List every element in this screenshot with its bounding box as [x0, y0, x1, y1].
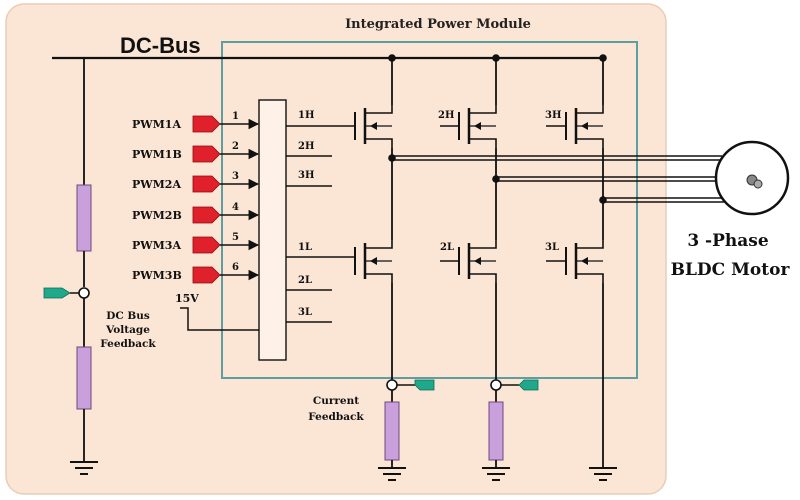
module-title: Integrated Power Module — [345, 17, 531, 32]
mosfet-3l-icon — [546, 240, 604, 283]
driver-output-label: 1L — [298, 242, 312, 253]
switch-label-3l: 3L — [545, 242, 559, 253]
driver-output-label: 2H — [298, 141, 314, 152]
switch-label-2h: 2H — [438, 110, 454, 121]
pwm-connector-icon — [192, 206, 221, 224]
current-feedback-tag-icon — [518, 379, 539, 391]
mosfet-1h-icon — [354, 105, 393, 148]
current-feedback-line2: Feedback — [308, 411, 364, 423]
pin-number: 2 — [232, 141, 239, 152]
dc-bus-voltage-divider — [43, 58, 98, 475]
pin-number: 4 — [232, 202, 239, 213]
pwm-connector-icon — [192, 236, 221, 254]
pwm-connector-icon — [192, 266, 221, 284]
dc-bus-label: DC-Bus — [120, 33, 201, 58]
ground-icon — [482, 467, 510, 481]
ground-icon — [589, 467, 617, 481]
mosfet-2h-icon — [440, 105, 497, 148]
pwm-inputs: PWM1A PWM1B PWM2A PWM2B PWM3A PWM3B 1 2 … — [132, 111, 260, 284]
dc-bus-feedback-line1: DC Bus — [106, 310, 150, 322]
driver-outputs: 1H 2H 3H 1L 2L 3L — [286, 110, 355, 323]
pin-number: 1 — [232, 111, 239, 122]
pwm-label: PWM3B — [132, 269, 182, 282]
mosfet-2l-icon — [440, 240, 497, 283]
pwm-label: PWM2B — [132, 209, 182, 222]
motor-phase-wires — [392, 155, 724, 203]
mosfet-1l-icon — [332, 240, 393, 283]
switch-label-2l: 2L — [440, 242, 454, 253]
ground-icon — [378, 467, 406, 481]
resistor-bottom — [76, 346, 92, 410]
mosfet-3h-icon — [546, 105, 604, 148]
driver-output-label: 3H — [298, 170, 314, 181]
diagram-panel — [5, 3, 667, 495]
supply-15v-label: 15V — [175, 292, 199, 305]
current-feedback-line1: Current — [313, 395, 359, 407]
current-feedback-tag-icon — [414, 379, 435, 391]
power-module-box — [221, 41, 638, 379]
voltage-feedback-tag-icon — [43, 287, 71, 299]
resistor-top — [76, 184, 92, 252]
motor-label-line1: 3 -Phase — [687, 231, 769, 251]
phase-leg-1 — [332, 54, 435, 481]
pwm-label: PWM1A — [132, 118, 181, 131]
pin-number: 3 — [232, 171, 239, 182]
pwm-connector-icon — [192, 115, 221, 133]
ground-icon — [70, 461, 98, 475]
dc-bus-feedback-line3: Feedback — [100, 338, 156, 350]
pwm-label: PWM2A — [132, 178, 181, 191]
pwm-label: PWM1B — [132, 148, 182, 161]
driver-output-label: 2L — [298, 275, 312, 286]
gate-driver-block — [258, 99, 287, 361]
pin-number: 6 — [232, 262, 239, 273]
pwm-connector-icon — [192, 175, 221, 193]
shunt-resistor-1 — [384, 401, 400, 461]
pin-number: 5 — [232, 232, 239, 243]
pwm-label: PWM3A — [132, 239, 181, 252]
dc-bus-feedback-line2: Voltage — [105, 324, 150, 336]
motor-label-line2: BLDC Motor — [671, 260, 791, 280]
driver-output-label: 3L — [298, 307, 312, 318]
switch-label-3h: 3H — [545, 110, 561, 121]
pwm-connector-icon — [192, 145, 221, 163]
shunt-resistor-2 — [488, 401, 504, 461]
motor-icon — [714, 140, 790, 216]
driver-output-label: 1H — [298, 110, 314, 121]
phase-leg-2: 2H 2L — [438, 54, 539, 481]
